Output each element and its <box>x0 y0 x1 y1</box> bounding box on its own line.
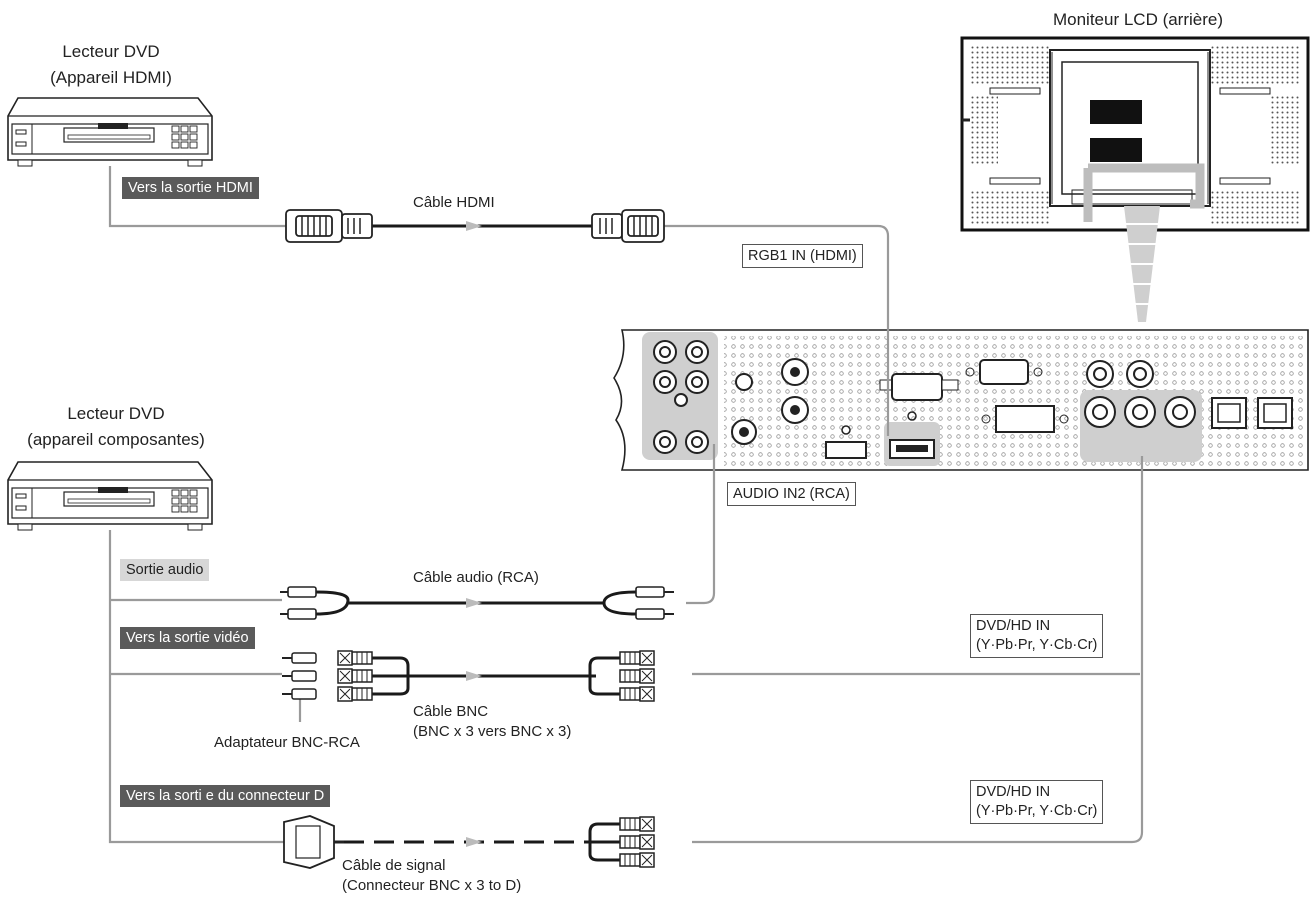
hdmi-output-tag: Vers la sortie HDMI <box>122 177 259 199</box>
hdmi-cable <box>285 209 665 243</box>
audio-in2-label: AUDIO IN2 (RCA) <box>727 482 856 506</box>
zoom-wedge <box>1124 206 1160 322</box>
dvd-hd-in-label-1: DVD/HD IN (Y·Pb·Pr, Y·Cb·Cr) <box>970 614 1104 658</box>
dvd-hd-in-1-line2: (Y·Pb·Pr, Y·Cb·Cr) <box>976 637 1098 653</box>
dvd-player-hdmi <box>7 97 213 167</box>
dvd-hd-in-2-line2: (Y·Pb·Pr, Y·Cb·Cr) <box>976 803 1098 819</box>
video-output-tag: Vers la sortie vidéo <box>120 627 255 649</box>
signal-lines <box>108 166 1144 844</box>
bnc-cable-label-2: (BNC x 3 vers BNC x 3) <box>413 723 572 740</box>
audio-cable-label: Câble audio (RCA) <box>413 569 539 586</box>
signal-cable-label-2: (Connecteur BNC x 3 to D) <box>342 877 522 894</box>
signal-d-cable <box>283 815 655 869</box>
dvd-hd-in-1-line1: DVD/HD IN <box>976 618 1051 634</box>
signal-cable-label-1: Câble de signal <box>342 857 446 874</box>
bnc-rca-adapter-plugs <box>281 650 373 702</box>
monitor-title: Moniteur LCD (arrière) <box>1052 10 1224 29</box>
hdmi-player-name-2: (Appareil HDMI) <box>50 68 172 87</box>
audio-rca-cable <box>280 586 674 620</box>
hdmi-player-name-1: Lecteur DVD <box>62 42 160 61</box>
adapter-label: Adaptateur BNC-RCA <box>214 734 360 751</box>
rgb1-input-label: RGB1 IN (HDMI) <box>742 244 863 268</box>
dvd-hd-in-label-2: DVD/HD IN (Y·Pb·Pr, Y·Cb·Cr) <box>970 780 1104 824</box>
audio-output-tag: Sortie audio <box>120 559 210 581</box>
monitor-rear-view <box>960 36 1310 232</box>
component-player-name-1: Lecteur DVD <box>67 404 165 423</box>
dvd-hd-in-2-line1: DVD/HD IN <box>976 784 1051 800</box>
component-player-name-2: (appareil composantes) <box>27 430 205 449</box>
hdmi-cable-label: Câble HDMI <box>413 194 495 211</box>
connector-panel <box>613 329 1309 471</box>
d-connector-output-tag: Vers la sorti e du connecteur D <box>120 785 331 807</box>
dvd-player-component <box>7 461 213 531</box>
bnc-cable <box>281 650 655 702</box>
bnc-cable-label-1: Câble BNC <box>413 703 489 720</box>
